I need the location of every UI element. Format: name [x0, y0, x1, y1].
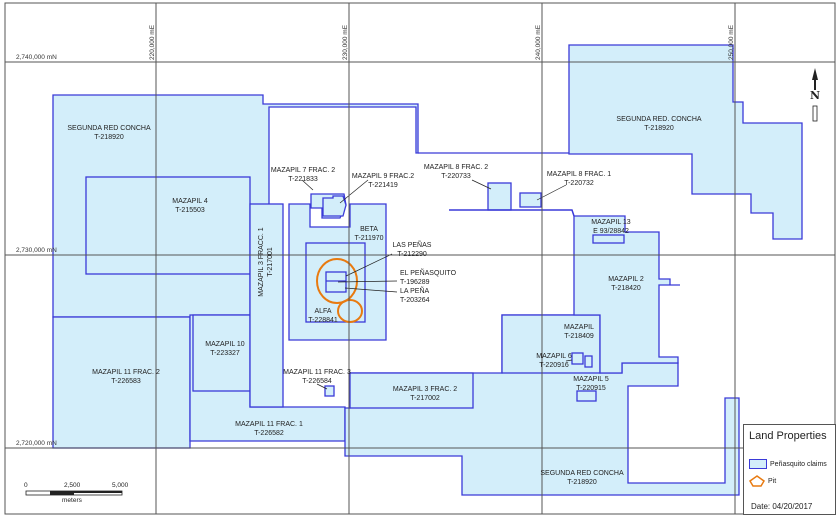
pit-south: [337, 299, 363, 323]
scale-tick: 0: [24, 482, 28, 489]
claim-mazapil-3-fracc-1: [249, 203, 284, 408]
claim-mazapil-8-frac-1: [519, 192, 542, 208]
claim-boundary-line: [449, 209, 575, 217]
claim-mazapil-9-frac-2: [322, 195, 347, 217]
northing-label: 2,740,000 mN: [16, 54, 57, 61]
legend: Land Properties Peñasquito claims Pit Da…: [743, 424, 836, 515]
northing-label: 2,730,000 mN: [16, 247, 57, 254]
claim-mazapil-13: [592, 234, 625, 244]
claim-mazapil-t218409: [501, 314, 601, 374]
scale-bar: [25, 490, 123, 496]
legend-title: Land Properties: [749, 430, 827, 442]
pit-main: [316, 258, 358, 304]
legend-date: Date: 04/20/2017: [751, 502, 813, 511]
claim-segunda-east: [568, 44, 803, 240]
grid-lines: [4, 2, 836, 515]
legend-label: Peñasquito claims: [770, 460, 827, 468]
easting-label: 250,000 mE: [728, 24, 735, 60]
claim-mazapil-5: [576, 390, 597, 402]
claim-mazapil-10: [192, 314, 251, 392]
easting-label: 220,000 mE: [149, 24, 156, 60]
easting-label: 230,000 mE: [342, 24, 349, 60]
north-arrow-icon: [812, 68, 818, 122]
claim-mazapil-11-frac-2: [52, 316, 191, 449]
legend-item-claims: Peñasquito claims: [749, 459, 827, 469]
easting-label: 240,000 mE: [535, 24, 542, 60]
legend-label: Pit: [768, 477, 777, 485]
claim-swatch-icon: [749, 459, 767, 469]
claim-mazapil-6b: [584, 355, 593, 368]
claim-mazapil-3-frac-2: [349, 372, 474, 409]
claim-mazapil-8-frac-2: [487, 182, 512, 211]
scale-unit: meters: [62, 497, 82, 504]
legend-item-pit: Pit: [749, 475, 776, 487]
northing-label: 2,720,000 mN: [16, 440, 57, 447]
claim-mazapil-4: [85, 176, 251, 275]
scale-tick: 5,000: [112, 482, 129, 489]
north-arrow-label: N: [810, 89, 821, 102]
pentagon-pit-icon: [749, 475, 765, 487]
pit-outlines: [316, 258, 363, 323]
claim-mazapil-11-frac-3: [324, 385, 335, 397]
scale-tick: 2,500: [64, 482, 81, 489]
claim-mazapil-6: [571, 352, 584, 365]
